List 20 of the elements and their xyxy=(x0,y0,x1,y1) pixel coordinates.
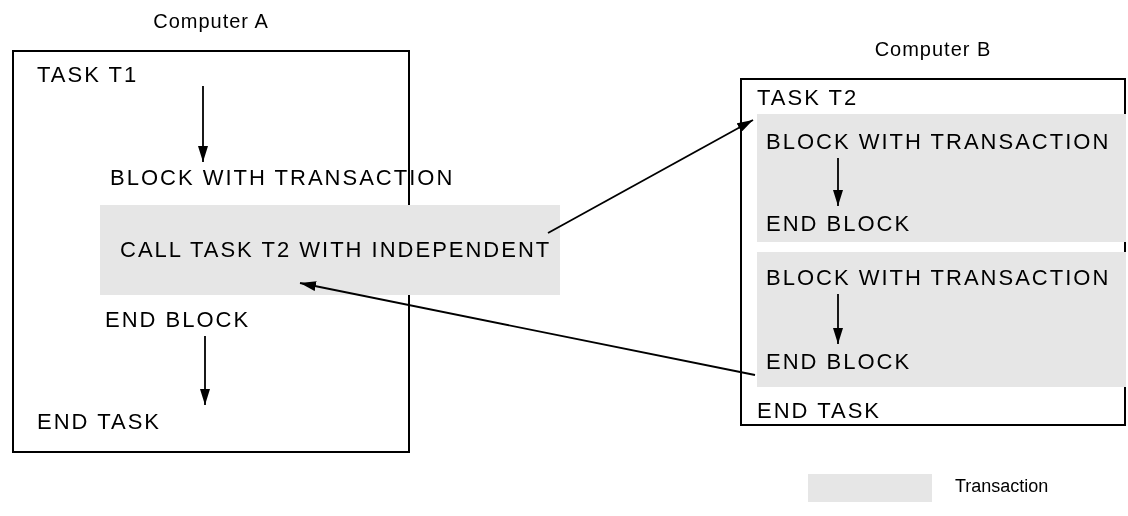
arrow xyxy=(833,293,843,345)
statement-text: END TASK xyxy=(757,397,887,425)
arrow xyxy=(198,85,208,163)
transaction-band xyxy=(100,205,560,295)
arrow xyxy=(299,281,756,376)
statement-text: BLOCK WITH TRANSACTION xyxy=(766,128,1122,156)
frame-heading: Computer A xyxy=(152,10,270,33)
transaction-band xyxy=(757,252,1126,387)
transaction-band xyxy=(757,114,1126,242)
statement-text: END BLOCK xyxy=(105,306,255,334)
arrow xyxy=(547,119,754,234)
frame-heading: Computer B xyxy=(873,38,993,61)
statement-text: TASK T2 xyxy=(757,85,857,111)
statement-text: BLOCK WITH TRANSACTION xyxy=(766,264,1122,292)
arrow xyxy=(833,157,843,207)
statement-text: CALL TASK T2 WITH INDEPENDENT xyxy=(120,236,552,264)
statement-text: TASK T1 xyxy=(37,62,217,88)
arrow xyxy=(200,335,210,406)
statement-text: END TASK xyxy=(37,407,167,437)
legend-label: Transaction xyxy=(955,476,1049,497)
